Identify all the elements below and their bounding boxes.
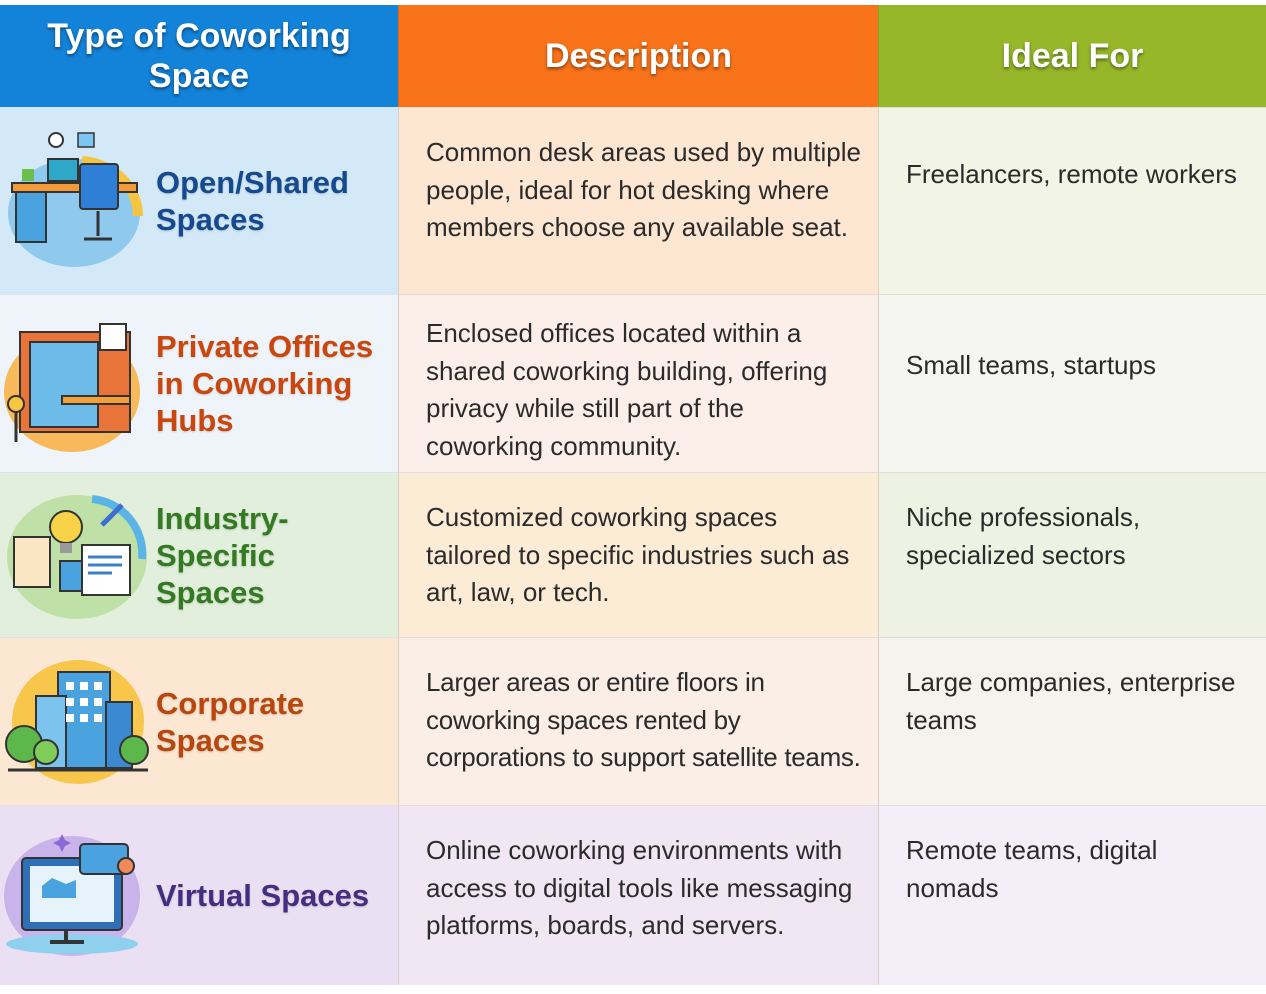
ideal-for-cell: Remote teams, digital nomads (878, 805, 1266, 985)
coworking-table: Type of Coworking Space Description Idea… (0, 5, 1266, 985)
type-cell: Private Offices in Coworking Hubs (0, 294, 398, 472)
type-title: Industry-Specific Spaces (156, 500, 289, 610)
type-cell: Virtual Spaces (0, 805, 398, 985)
header-ideal-for: Ideal For (878, 5, 1266, 107)
type-cell: Corporate Spaces (0, 637, 398, 805)
description-cell: Enclosed offices located within a shared… (398, 294, 878, 472)
computer-monitor-icon (2, 826, 150, 966)
ideal-for-cell: Freelancers, remote workers (878, 107, 1266, 294)
lightbulb-tools-icon (2, 485, 150, 625)
type-title: Open/Shared Spaces (156, 165, 349, 237)
type-cell: Open/Shared Spaces (0, 107, 398, 294)
type-title: Corporate Spaces (156, 685, 305, 758)
description-cell: Customized coworking spaces tailored to … (398, 472, 878, 637)
ideal-for-cell: Large companies, enterprise teams (878, 637, 1266, 805)
type-title: Virtual Spaces (156, 878, 370, 913)
private-office-icon (2, 314, 150, 454)
type-title: Private Offices in Coworking Hubs (156, 329, 374, 438)
type-cell: Industry-Specific Spaces (0, 472, 398, 637)
header-type: Type of Coworking Space (0, 5, 398, 107)
header-description: Description (398, 5, 878, 107)
description-cell: Common desk areas used by multiple peopl… (398, 107, 878, 294)
description-cell: Online coworking environments with acces… (398, 805, 878, 985)
office-building-icon (2, 652, 150, 792)
desk-workstation-icon (2, 131, 150, 271)
ideal-for-cell: Niche professionals, specialized sectors (878, 472, 1266, 637)
ideal-for-cell: Small teams, startups (878, 294, 1266, 472)
description-cell: Larger areas or entire floors in coworki… (398, 637, 878, 805)
